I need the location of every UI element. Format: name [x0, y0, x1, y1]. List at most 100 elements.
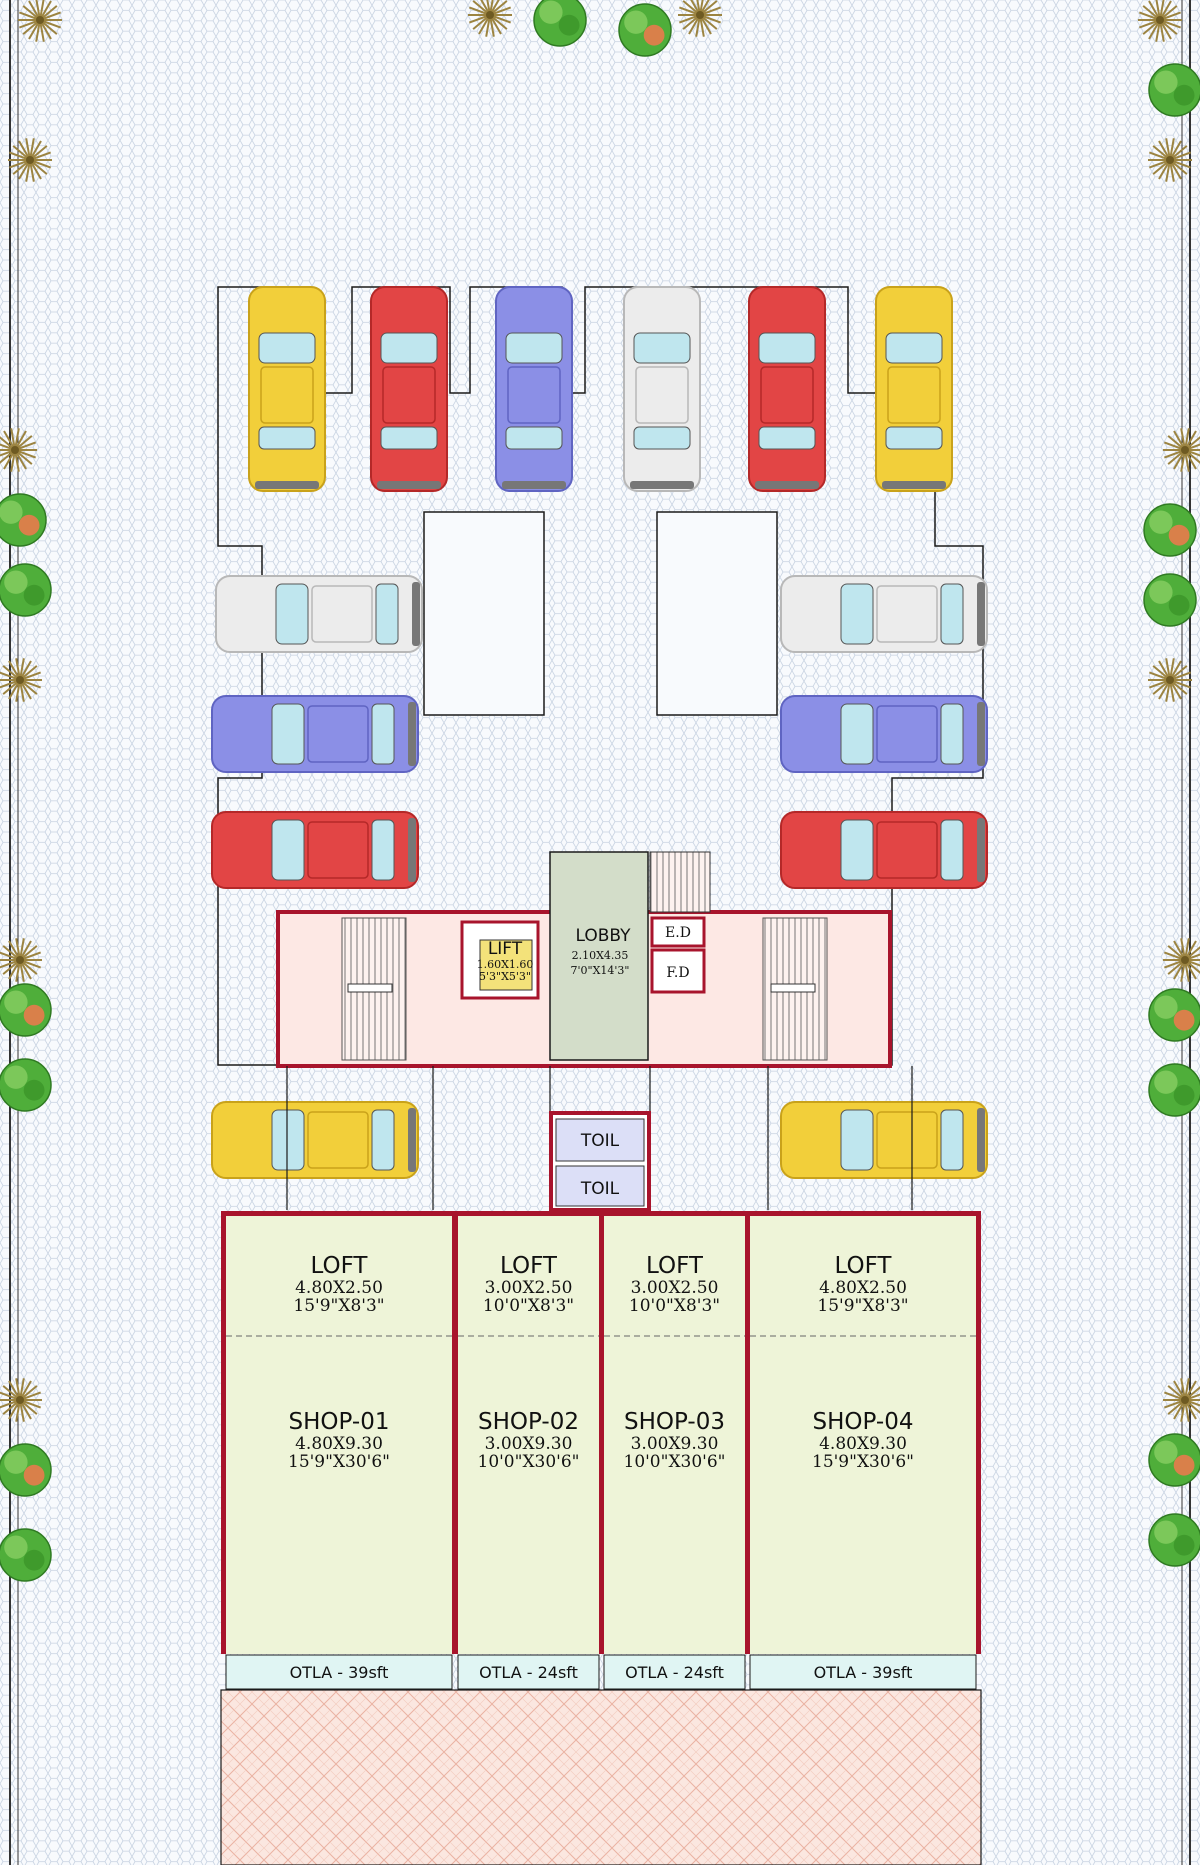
- parked-car: [748, 286, 826, 492]
- otla-strip: [225, 1654, 453, 1690]
- palm-tree-icon: [8, 138, 52, 182]
- loft-size-ft: 10'0"X8'3": [629, 1296, 720, 1316]
- shrub-icon: [0, 1058, 52, 1112]
- otla-label: OTLA - 39sft: [290, 1663, 389, 1682]
- shrub-icon: [1148, 1513, 1200, 1567]
- front-paving: [220, 1689, 982, 1865]
- shop-name: SHOP-01: [289, 1409, 390, 1435]
- central-void-right: [656, 511, 778, 716]
- otla-strip: [457, 1654, 600, 1690]
- loft-size-m: 3.00X2.50: [631, 1278, 719, 1298]
- lobby-size-ft: 7'0"X14'3": [571, 964, 630, 977]
- lift-size-m: 1.60X1.60: [477, 958, 534, 971]
- parked-car: [780, 575, 988, 653]
- parked-car: [780, 811, 988, 889]
- lobby-title: LOBBY: [575, 926, 631, 946]
- shop-size-ft: 15'9"X30'6": [812, 1452, 914, 1472]
- lobby: [549, 851, 649, 1061]
- shop-name: SHOP-03: [624, 1409, 725, 1435]
- loft-size-m: 4.80X2.50: [295, 1278, 383, 1298]
- shrub-icon: [1148, 1063, 1200, 1117]
- palm-tree-icon: [1138, 0, 1182, 42]
- palm-tree-icon: [0, 428, 37, 472]
- palm-tree-icon: [1163, 938, 1200, 982]
- shop-size-ft: 15'9"X30'6": [288, 1452, 390, 1472]
- parked-car: [211, 695, 419, 773]
- shop-floor: [458, 1216, 599, 1654]
- shop-size-m: 4.80X9.30: [295, 1434, 383, 1454]
- loft-label: LOFT: [500, 1253, 558, 1279]
- shrub-icon: [0, 563, 52, 617]
- loft-label: LOFT: [311, 1253, 369, 1279]
- shrub-icon: [1143, 503, 1197, 557]
- loft-label: LOFT: [646, 1253, 704, 1279]
- loft-size-m: 4.80X2.50: [819, 1278, 907, 1298]
- lift-car: [479, 939, 533, 991]
- toilet-1-label: TOIL: [580, 1131, 620, 1151]
- otla-label: OTLA - 24sft: [479, 1663, 578, 1682]
- shrub-icon: [0, 1528, 52, 1582]
- palm-tree-icon: [1148, 138, 1192, 182]
- shop-floor: [750, 1216, 976, 1654]
- lobby-size-m: 2.10X4.35: [572, 949, 629, 962]
- otla-label: OTLA - 39sft: [814, 1663, 913, 1682]
- electric-duct: [650, 916, 706, 948]
- parked-car: [370, 286, 448, 492]
- landscape-trees: [0, 0, 1200, 1582]
- palm-tree-icon: [1148, 658, 1192, 702]
- toilet-1: [555, 1118, 645, 1162]
- parked-car: [780, 695, 988, 773]
- shrub-icon: [0, 1443, 52, 1497]
- lift-size-ft: 5'3"X5'3": [479, 970, 531, 983]
- toilet-2-label: TOIL: [580, 1179, 620, 1199]
- shrub-icon: [0, 983, 52, 1037]
- shop-floor: [226, 1216, 452, 1654]
- shrub-icon: [1148, 988, 1200, 1042]
- loft-size-ft: 15'9"X8'3": [293, 1296, 384, 1316]
- parked-car: [623, 286, 701, 492]
- parking-cars: [211, 286, 988, 1179]
- parked-car: [495, 286, 573, 492]
- fire-duct-label: F.D: [666, 965, 689, 981]
- palm-tree-icon: [678, 0, 722, 37]
- shops-row: LOFT4.80X2.5015'9"X8'3"SHOP-014.80X9.301…: [225, 1216, 977, 1690]
- palm-tree-icon: [1163, 428, 1200, 472]
- central-void-left: [423, 511, 545, 716]
- loft-size-ft: 10'0"X8'3": [483, 1296, 574, 1316]
- palm-tree-icon: [468, 0, 512, 37]
- shop-size-m: 4.80X9.30: [819, 1434, 907, 1454]
- loft-label: LOFT: [835, 1253, 893, 1279]
- loft-size-ft: 15'9"X8'3": [817, 1296, 908, 1316]
- otla-label: OTLA - 24sft: [625, 1663, 724, 1682]
- shop-name: SHOP-04: [813, 1409, 914, 1435]
- palm-tree-icon: [1163, 1378, 1200, 1422]
- parked-car: [248, 286, 326, 492]
- shop-size-m: 3.00X9.30: [631, 1434, 719, 1454]
- shrub-icon: [1148, 1433, 1200, 1487]
- otla-strip: [749, 1654, 977, 1690]
- shop-size-ft: 10'0"X30'6": [478, 1452, 580, 1472]
- parked-car: [211, 1101, 419, 1179]
- toilet-2: [555, 1165, 645, 1207]
- shop-floor: [604, 1216, 745, 1654]
- electric-duct-label: E.D: [665, 925, 691, 941]
- lift-title: LIFT: [488, 939, 523, 959]
- shrub-icon: [1148, 63, 1200, 117]
- loft-size-m: 3.00X2.50: [485, 1278, 573, 1298]
- palm-tree-icon: [18, 0, 62, 42]
- shop-size-m: 3.00X9.30: [485, 1434, 573, 1454]
- parked-car: [780, 1101, 988, 1179]
- shop-size-ft: 10'0"X30'6": [624, 1452, 726, 1472]
- shrub-icon: [1143, 573, 1197, 627]
- palm-tree-icon: [0, 1378, 42, 1422]
- palm-tree-icon: [0, 658, 42, 702]
- shop-name: SHOP-02: [478, 1409, 579, 1435]
- otla-strip: [603, 1654, 746, 1690]
- fire-duct: [650, 948, 706, 994]
- stair-top-flight: [649, 851, 711, 913]
